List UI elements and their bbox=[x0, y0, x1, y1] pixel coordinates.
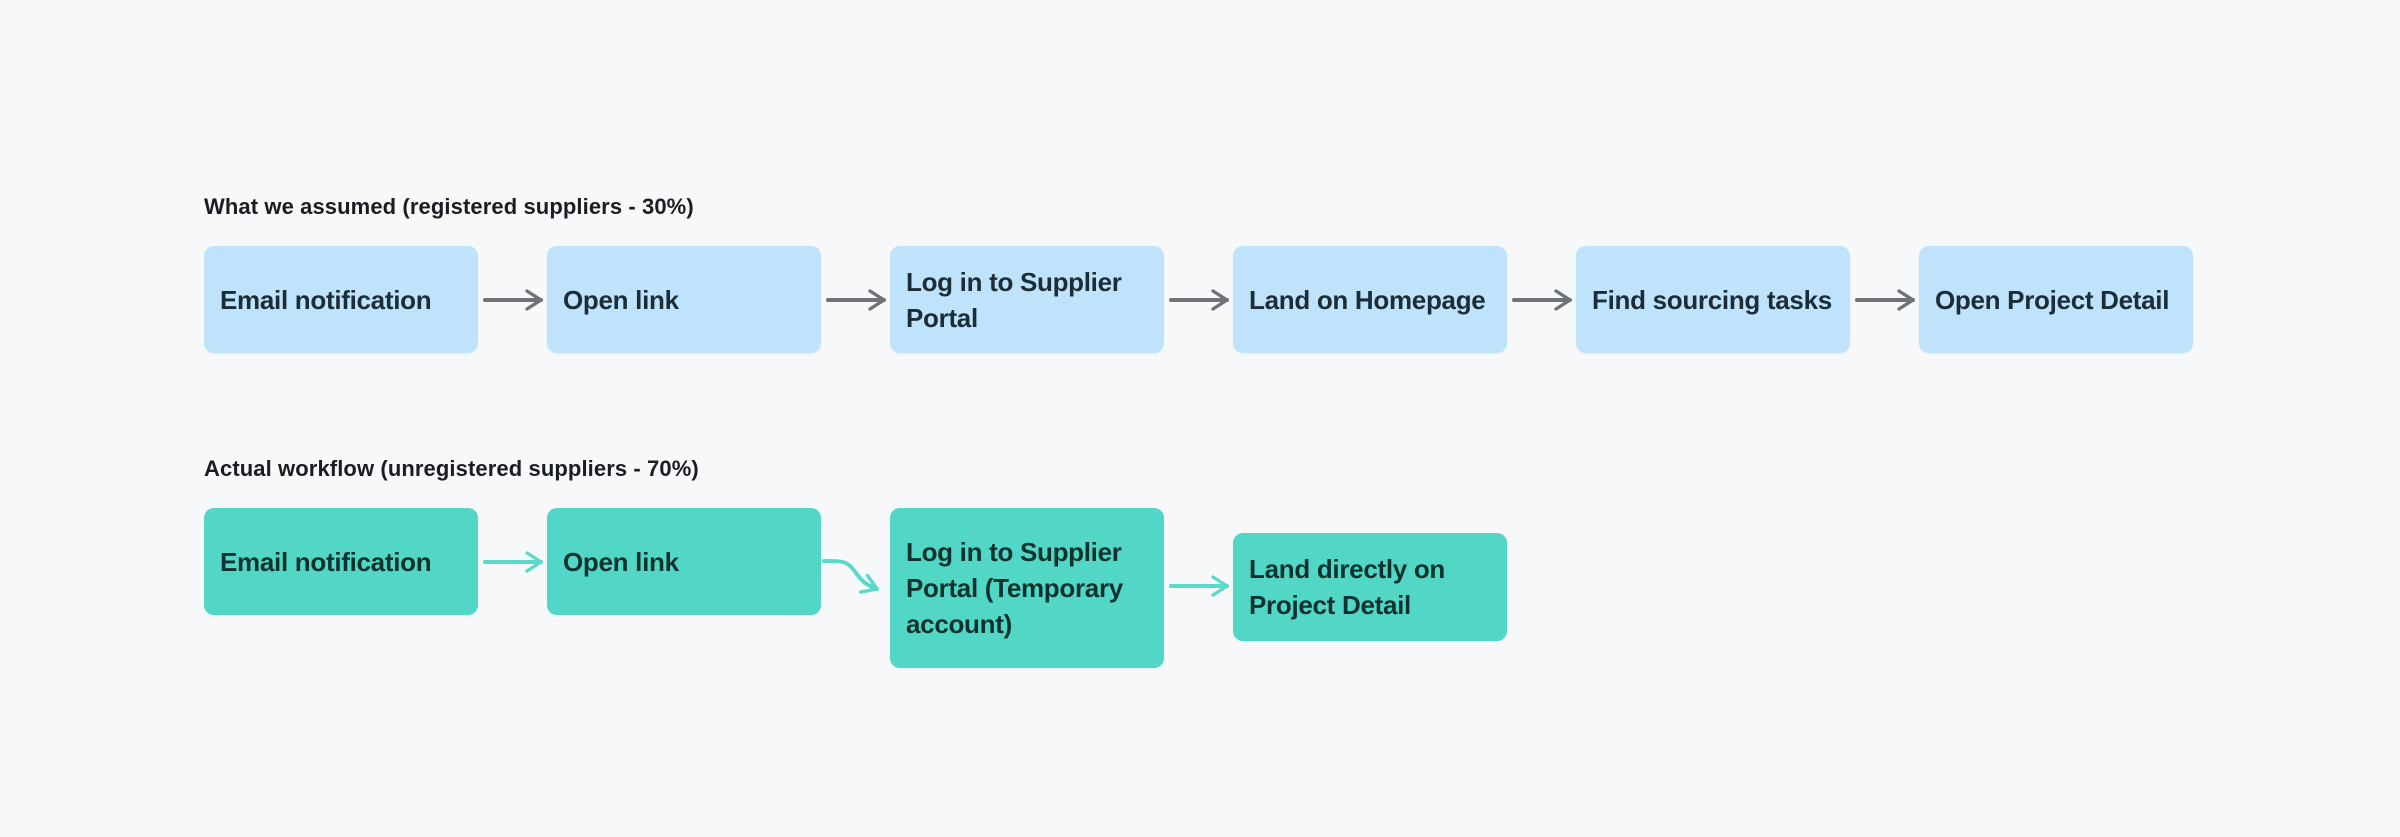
assumed-step-2-box: Open link bbox=[547, 246, 821, 353]
flow-connector bbox=[1507, 246, 1576, 353]
flow-step-label: Email notification bbox=[220, 284, 432, 315]
arrow-right-icon bbox=[483, 551, 543, 573]
arrow-right-icon bbox=[483, 289, 543, 311]
assumed-section-title: What we assumed (registered suppliers - … bbox=[204, 194, 694, 219]
flow-step-label: Open Project Detail bbox=[1935, 284, 2170, 315]
flow-step-label: Log in to Supplier Portal bbox=[906, 266, 1122, 333]
actual-flow-row: Email notification Open link Log in to S… bbox=[204, 508, 1507, 668]
arrow-right-icon bbox=[1169, 575, 1229, 597]
arrow-right-icon bbox=[826, 289, 886, 311]
actual-step-1-box: Email notification bbox=[204, 508, 478, 615]
workflow-comparison-diagram: What we assumed (registered suppliers - … bbox=[0, 18, 2400, 837]
arrow-right-icon bbox=[1512, 289, 1572, 311]
flow-connector bbox=[821, 246, 890, 353]
assumed-step-5-box: Find sourcing tasks bbox=[1576, 246, 1850, 353]
flow-connector bbox=[1164, 508, 1233, 668]
assumed-step-4-box: Land on Homepage bbox=[1233, 246, 1507, 353]
arrow-right-icon bbox=[1855, 289, 1915, 311]
assumed-flow-row: Email notification Open link Log in to S… bbox=[204, 246, 2193, 353]
flow-connector bbox=[1850, 246, 1919, 353]
flow-step-label: Open link bbox=[563, 546, 679, 577]
actual-section-title: Actual workflow (unregistered suppliers … bbox=[204, 456, 699, 481]
actual-step-4-box: Land directly on Project Detail bbox=[1233, 533, 1507, 641]
flow-step-label: Email notification bbox=[220, 546, 432, 577]
flow-step-label: Find sourcing tasks bbox=[1592, 284, 1832, 315]
flow-connector bbox=[478, 246, 547, 353]
assumed-step-1-box: Email notification bbox=[204, 246, 478, 353]
flow-step-label: Log in to Supplier Portal (Temporary acc… bbox=[906, 537, 1123, 639]
flow-connector bbox=[1164, 246, 1233, 353]
actual-step-2-box: Open link bbox=[547, 508, 821, 615]
arrow-curve-down-right-icon bbox=[822, 559, 879, 594]
flow-connector bbox=[821, 508, 890, 668]
flow-connector bbox=[478, 508, 547, 668]
flow-step-label: Land on Homepage bbox=[1249, 284, 1486, 315]
actual-step-3-box: Log in to Supplier Portal (Temporary acc… bbox=[890, 508, 1164, 668]
arrow-right-icon bbox=[1169, 289, 1229, 311]
assumed-step-3-box: Log in to Supplier Portal bbox=[890, 246, 1164, 353]
flow-step-label: Open link bbox=[563, 284, 679, 315]
assumed-step-6-box: Open Project Detail bbox=[1919, 246, 2193, 353]
flow-step-label: Land directly on Project Detail bbox=[1249, 554, 1446, 620]
